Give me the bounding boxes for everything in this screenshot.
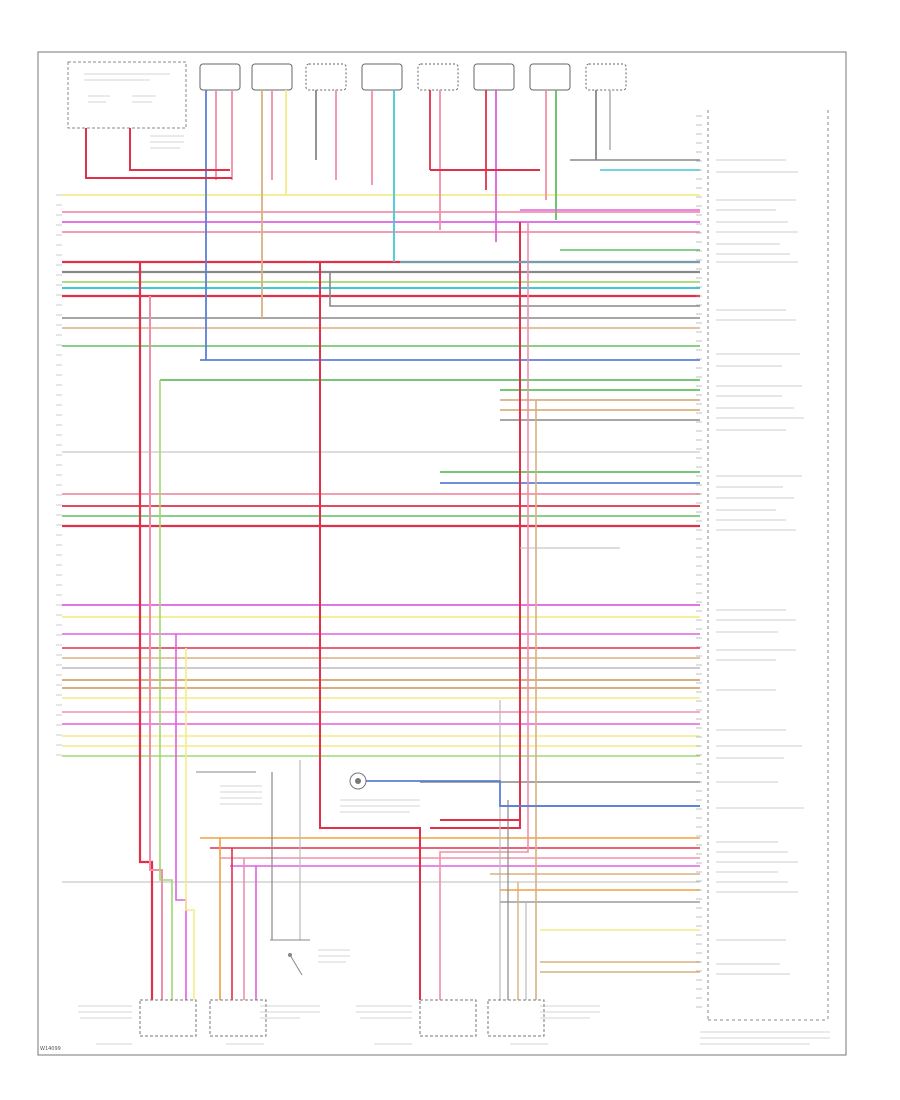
wire	[159, 380, 173, 1000]
diagram-tag: W14099	[40, 1046, 61, 1052]
wire	[430, 222, 521, 829]
injector-2-connector	[251, 63, 293, 91]
center-left-sensor-module	[209, 999, 320, 1045]
bottom-modules	[78, 771, 600, 1045]
injector-7-connector	[529, 63, 571, 91]
wire	[149, 296, 163, 1000]
wire	[138, 262, 154, 1000]
wire	[129, 128, 180, 171]
wire	[85, 128, 232, 179]
wire	[439, 222, 529, 1000]
wire	[185, 648, 195, 1000]
wire	[329, 272, 700, 307]
injector-4-connector	[361, 63, 403, 91]
wire-layer	[62, 90, 700, 1000]
injector-3-connector	[305, 63, 347, 91]
injector-6-connector	[473, 63, 515, 91]
powertrain-control-module	[700, 110, 830, 1045]
right-sensor-module	[487, 999, 600, 1045]
injector-8-connector	[585, 63, 627, 91]
diagram-frame	[37, 51, 847, 1056]
mid-left-label-block	[196, 771, 262, 805]
injector-5-connector	[417, 63, 459, 91]
switch-assembly	[270, 939, 350, 976]
upper-left-fuse-box	[67, 61, 187, 149]
left-sensor-module	[78, 999, 197, 1045]
wire	[319, 262, 421, 1000]
wire	[366, 780, 700, 807]
knock-sensor	[340, 772, 420, 813]
center-sensor-module	[356, 999, 477, 1045]
injector-1-connector	[199, 63, 241, 91]
pcm-pin-labels	[56, 115, 804, 1008]
wire	[175, 634, 187, 1000]
injector-row	[199, 63, 627, 91]
